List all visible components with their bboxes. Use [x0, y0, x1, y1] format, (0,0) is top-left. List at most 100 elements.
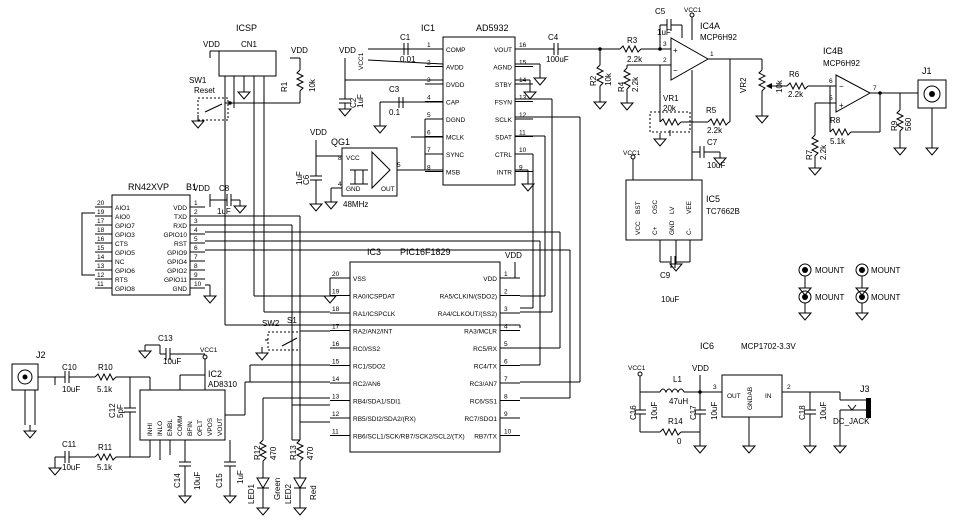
- ic2-ref: IC2: [208, 369, 222, 379]
- r11-resistor: R11 5.1k: [94, 443, 140, 472]
- l1-value: 47uH: [669, 397, 688, 406]
- r9-value: 560: [904, 117, 913, 131]
- c2-capacitor: C2 1uF: [338, 80, 365, 117]
- c13-value: 10uF: [163, 357, 181, 366]
- rn42xvp-module: RN42XVP B1 20AIO119AIO017GPIO718GPIO316C…: [81, 182, 205, 296]
- ic3-pin-name-17: RA2/AN2/INT: [353, 329, 392, 336]
- ic1-pin-name-3: DVDD: [446, 82, 465, 89]
- rn42-pin-num-13: 13: [97, 263, 105, 270]
- sw1-name: Reset: [194, 86, 216, 95]
- r1-ref: R1: [280, 81, 289, 92]
- vr2-potentiometer: VR2 10k: [730, 58, 787, 124]
- j2-connector: J2: [11, 350, 56, 439]
- c1-capacitor: VDD C1 0.01 VCC1: [339, 33, 444, 81]
- rn42-pin-name-6: GPIO9: [167, 250, 187, 257]
- icsp-connector: ICSP CN1 VDD: [203, 23, 277, 312]
- ic1-pin-num-16: 16: [519, 42, 527, 49]
- r14-value: 0: [677, 437, 682, 446]
- r12-value: 470: [269, 446, 278, 460]
- c18-ref: C18: [798, 405, 807, 420]
- mount-label-4: MOUNT: [871, 293, 900, 302]
- j1-ref: J1: [922, 66, 932, 76]
- ic5-pin-vee: VEE: [686, 200, 693, 214]
- ic2-pin-name-inlo: INLO: [157, 421, 164, 436]
- c15-capacitor: C15 1uF: [159, 440, 245, 504]
- ic1-pin-name-4: CAP: [446, 100, 459, 107]
- ic1-pin-name-13: FSYN: [495, 100, 513, 107]
- ic1-pin-name-11: SDAT: [495, 135, 512, 142]
- r10-ref: R10: [98, 363, 113, 372]
- ic2-vcc1: VCC1: [200, 347, 218, 354]
- r4-value: 2.2k: [631, 76, 640, 92]
- r9-resistor: R9 560: [890, 93, 913, 156]
- ic3-pin-name-15: RC1/SDO2: [353, 364, 386, 371]
- c3-ref: C3: [389, 85, 400, 94]
- r10-value: 5.1k: [97, 385, 113, 394]
- ic1-pin-name-7: SYNC: [446, 152, 464, 159]
- ic2-pin-name-vout: VOUT: [217, 418, 224, 436]
- c10-value: 10uF: [62, 385, 80, 394]
- ic4a-opamp: IC4A MCP6H92 VCC1 + − 3 2 1: [660, 7, 737, 145]
- qg1-pin-vcc: VCC: [346, 155, 360, 162]
- c3-capacitor: C3 0.1: [373, 85, 443, 171]
- ic3-pin-name-2: RA5/CLKIN/(SDO2): [440, 294, 497, 301]
- r2-value: 10k: [604, 72, 613, 86]
- c16-capacitor: C16 10uF: [629, 392, 659, 432]
- r3-value: 2.2k: [627, 55, 643, 64]
- ic1-pin-name-5: DGND: [446, 117, 465, 124]
- ic3-pin-num-13: 13: [332, 394, 340, 401]
- rn42-tag: B1: [186, 182, 197, 192]
- c14-capacitor: C14 10uF: [173, 440, 202, 504]
- ic3-pin-name-10: RB7/TX: [474, 434, 497, 441]
- ic3-pic16f1829: IC3 PIC16F1829 20VSS19RA0/ICSPDAT18RA1/I…: [330, 247, 522, 453]
- r12-ref: R12: [253, 445, 262, 460]
- led1: LED1 Green: [247, 477, 282, 516]
- rn42-ref: RN42XVP: [128, 182, 169, 192]
- sw2-switch: SW2 S1: [255, 316, 330, 361]
- ic5-pin-cplus: C+: [652, 226, 659, 235]
- qg1-pin5: 5: [397, 162, 401, 169]
- ic1-pin-num-7: 7: [427, 147, 431, 154]
- ic3-pin-name-19: RA0/ICSPDAT: [353, 294, 395, 301]
- c11-ref: C11: [62, 440, 77, 449]
- c12-capacitor: C12 5pF: [108, 377, 136, 457]
- r8-value: 5.1k: [830, 137, 846, 146]
- c1-ref: C1: [400, 33, 411, 42]
- j3-ref: J3: [860, 384, 870, 394]
- c3-value: 0.1: [389, 108, 401, 117]
- led2: LED2 Red: [284, 477, 318, 516]
- ic2-pin-name-enbl: ENBL: [167, 419, 174, 436]
- ic6-pin-in: IN: [765, 393, 772, 400]
- ic2-pin-name-inhi: INHI: [147, 423, 154, 436]
- c10-capacitor: C10 10uF: [55, 363, 95, 394]
- r4-ref: R4: [617, 81, 626, 92]
- qg1-ref: QG1: [331, 137, 350, 147]
- ic6-pin3: 3: [713, 384, 717, 391]
- r2-ref: R2: [589, 75, 598, 86]
- ic5-pin-vcc: VCC: [635, 221, 642, 235]
- r5-ref: R5: [706, 106, 717, 115]
- c11-value: 10uF: [62, 463, 80, 472]
- rn42-pin-name-17: GPIO7: [115, 223, 135, 230]
- c14-ref: C14: [173, 473, 182, 488]
- c5-ref: C5: [655, 7, 666, 16]
- ic3-vdd: VDD: [505, 251, 522, 260]
- ic6-ref: IC6: [700, 341, 714, 351]
- vr2-ref: VR2: [739, 77, 748, 93]
- ic3-pin-num-10: 10: [504, 429, 512, 436]
- c12-ref: C12: [108, 403, 117, 418]
- ic5-pin-lv: LV: [669, 206, 676, 214]
- ic3-pin-num-6: 6: [504, 359, 508, 366]
- ic3-pin-name-4: RA3/MCLR: [464, 329, 497, 336]
- ic3-pin-name-11: RB6/SCL1/SCK/RB7/SCK2/SCL2/(TX): [353, 434, 465, 441]
- ic1-pin-num-15: 15: [519, 60, 527, 67]
- rn42-pin-name-15: GPIO5: [115, 250, 135, 257]
- c4-capacitor: C4 100uF: [515, 33, 602, 100]
- rn42-pin-num-5: 5: [194, 236, 198, 243]
- rn42-pin-num-12: 12: [97, 272, 105, 279]
- qg1-pin4: 4: [338, 181, 342, 188]
- rn42-pin-num-1: 1: [194, 200, 198, 207]
- ic1-pin-name-10: CTRL: [495, 152, 512, 159]
- ic3-pin-num-1: 1: [504, 271, 508, 278]
